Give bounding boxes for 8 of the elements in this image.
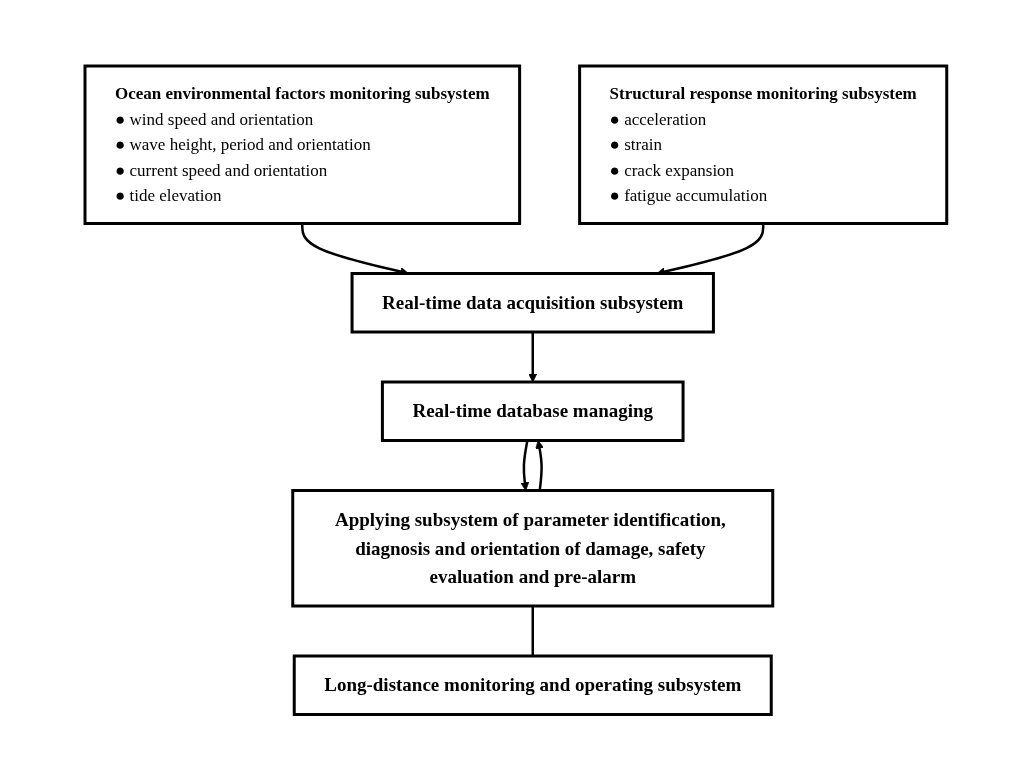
node-box: Applying subsystem of parameter identification, diagnosis and orientation of damage, safety evaluation and pre-alarm (291, 488, 775, 608)
node-box: Real-time data acquisition subsystem (350, 271, 716, 334)
node-box: Real-time database managing (381, 380, 685, 442)
connector (531, 605, 535, 656)
node-box: Long-distance monitoring and operating subsystem (292, 654, 773, 716)
node-box: Ocean environmental factors monitoring subsystem ● wind speed and orientation ● wave height, period and orientation ● current speed and orientation ● tide elevation (83, 64, 522, 225)
arrow (520, 440, 530, 491)
node-box: Structural response monitoring subsystem ● acceleration ● strain ● crack expansion ● fatigue accumulation (578, 64, 949, 225)
